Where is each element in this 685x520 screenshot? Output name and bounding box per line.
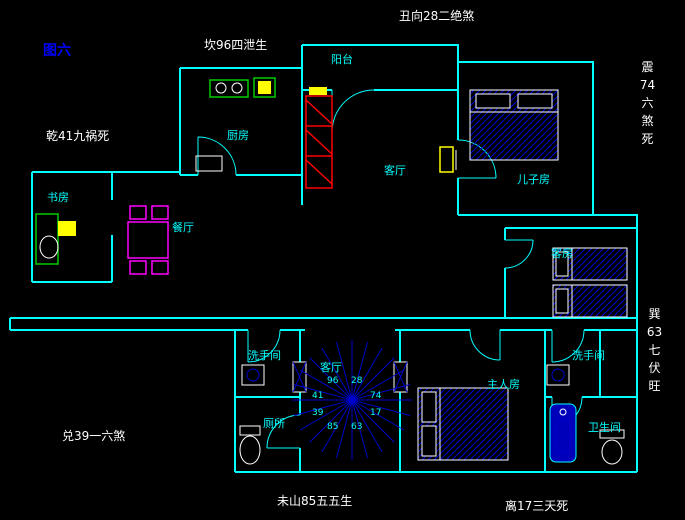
beds-guest-room [552,247,628,318]
compass-number-39: 39 [312,408,324,418]
room-label-son-room: 儿子房 [517,173,550,186]
bathtub [549,403,577,463]
annotation-xun: 巽63七伏旺 [646,307,663,393]
computer [58,221,76,236]
sofa [305,87,333,189]
room-label-dining-room: 餐厅 [172,221,194,234]
desk [35,213,59,265]
bed-master-room [417,387,509,461]
room-label-stair-hall: 客厅 [320,361,342,374]
room-label-living-room: 客厅 [384,164,406,177]
compass-number-74: 74 [370,391,382,401]
annotation-wei: 未山85五五生 [277,494,353,508]
room-label-balcony: 阳台 [331,53,353,66]
chair [39,235,59,259]
tv [439,146,457,173]
annotation-chou: 丑向28二绝煞 [399,9,475,23]
fridge [195,155,223,172]
compass-number-85: 85 [327,422,339,432]
room-label-washroom-left: 洗手间 [248,349,281,362]
room-label-kitchen: 厨房 [227,129,249,142]
kitchen-counter [195,77,276,172]
figure-title: 图六 [43,43,71,59]
toilet-fixture-left [239,425,261,465]
compass-number-63: 63 [351,422,363,432]
annotation-qian: 乾41九祸死 [46,129,110,143]
room-label-washroom-right: 洗手间 [572,349,605,362]
compass-number-96: 96 [327,376,339,386]
dining-set [127,205,169,275]
compass-starburst [292,340,412,460]
washbasin-left [241,364,265,386]
room-label-study: 书房 [47,191,69,204]
annotation-zhen: 震74六煞死 [639,60,656,146]
room-label-toilet: 厕所 [263,417,285,430]
compass-number-41: 41 [312,391,324,401]
room-label-bathroom: 卫生间 [588,421,621,434]
compass-number-17: 17 [370,408,382,418]
room-label-master-room: 主人房 [487,378,520,391]
washbasin-right [546,364,570,386]
toilet-fixture-right [599,429,625,465]
door-symbol-right [393,361,408,393]
annotation-li: 离17三天死 [505,499,569,513]
annotation-kan: 坎96四泄生 [204,38,268,52]
bed-son-room [469,89,559,161]
room-label-guest-room: 客房 [551,247,573,260]
annotation-dui: 兑39一六煞 [62,429,126,443]
compass-number-28: 28 [351,376,363,386]
side-table [309,87,327,95]
study-furniture [35,213,76,265]
walls [9,44,638,473]
